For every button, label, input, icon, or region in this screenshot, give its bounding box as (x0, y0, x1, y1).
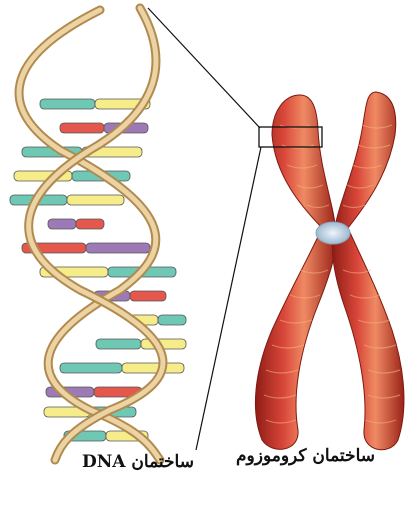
centromere (316, 222, 350, 244)
zoom-line-top (148, 8, 260, 128)
base-left (48, 219, 76, 229)
base-right (130, 291, 166, 301)
base-right (67, 195, 124, 205)
base-left (96, 339, 141, 349)
base-right (86, 243, 150, 253)
base-left (60, 123, 104, 133)
chromosome-icon (255, 92, 404, 450)
base-right (76, 219, 104, 229)
base-right (158, 315, 186, 325)
dna-structure-caption: ساختمان DNA (82, 452, 194, 472)
base-left (60, 363, 122, 373)
base-right (122, 363, 184, 373)
dna-double-helix-icon (10, 8, 186, 460)
base-left (40, 99, 95, 109)
zoom-line-bottom (196, 147, 261, 450)
chromosome-structure-caption: ساختمان کروموزوم (236, 446, 375, 466)
